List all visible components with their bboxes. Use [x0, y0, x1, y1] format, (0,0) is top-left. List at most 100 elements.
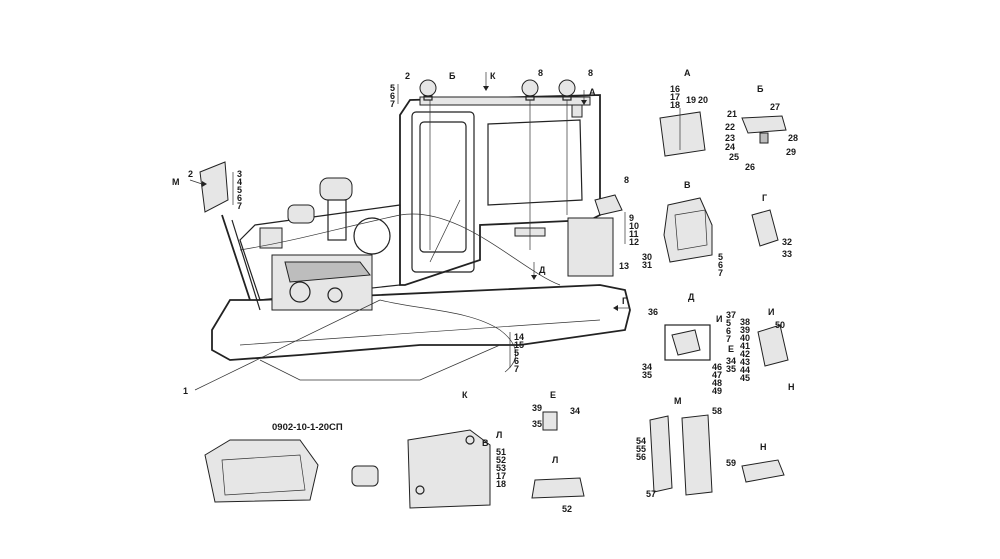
label-G: Г	[622, 296, 627, 306]
label-15: 15	[514, 340, 524, 350]
view-I-part	[757, 324, 789, 367]
view-K: К Л В 51 52 53 17 18	[407, 390, 506, 509]
view-N-title: Н	[760, 442, 767, 452]
frame-lower-line	[259, 344, 501, 381]
view-D-35: 35	[642, 370, 652, 380]
engine-manifold	[284, 261, 371, 283]
engine-pulley	[289, 281, 311, 303]
roof-lamp-mid	[521, 79, 539, 101]
view-L-title: Л	[552, 455, 558, 465]
view-N-part	[741, 459, 785, 483]
cab-door-frame	[411, 111, 475, 273]
view-K-51: 51	[496, 447, 506, 457]
rear-work-light	[594, 194, 623, 216]
bottom-connector	[351, 465, 379, 487]
view-L-52: 52	[562, 504, 572, 514]
label-6-low: 6	[514, 356, 519, 366]
label-8-c: 8	[624, 175, 629, 185]
boom-arm-2	[231, 219, 261, 311]
view-A-19: 19	[686, 95, 696, 105]
view-I-42: 42	[740, 349, 750, 359]
view-K-V: В	[482, 438, 489, 448]
view-K-L: Л	[496, 430, 502, 440]
roof-lamp-right	[558, 79, 576, 101]
bottom-housing-inner	[221, 454, 306, 496]
label-12: 12	[629, 237, 639, 247]
view-B-lamp	[741, 115, 787, 134]
view-K-18: 18	[496, 479, 506, 489]
view-V-6: 6	[718, 260, 723, 270]
view-M-57: 57	[646, 489, 656, 499]
label-5: 5	[237, 185, 242, 195]
view-D-unit	[671, 329, 701, 356]
view-B-bracket	[759, 132, 769, 144]
view-B-title: Б	[757, 84, 764, 94]
view-D-48: 48	[712, 378, 722, 388]
view-I-title: И	[768, 307, 774, 317]
view-A-18: 18	[670, 100, 680, 110]
label-9: 9	[629, 213, 634, 223]
view-V: В 30 31 5 6 7	[642, 180, 723, 278]
view-E-part	[542, 411, 558, 431]
label-13: 13	[619, 261, 629, 271]
label-3: 3	[237, 169, 242, 179]
view-V-title: В	[684, 180, 691, 190]
label-B-roof: Б	[449, 71, 456, 81]
label-A: А	[589, 87, 596, 97]
view-K-bolt-2	[415, 485, 425, 495]
view-E-34: 34	[570, 406, 580, 416]
view-E-35: 35	[532, 419, 542, 429]
view-B-22: 22	[725, 122, 735, 132]
coolant-tank	[287, 204, 315, 224]
view-I-41: 41	[740, 341, 750, 351]
view-D-7: 7	[726, 334, 731, 344]
view-D-46: 46	[712, 362, 722, 372]
bottom-part-left	[204, 439, 319, 503]
view-V-light	[663, 197, 713, 263]
view-A-lamp	[659, 111, 706, 157]
air-filter	[319, 177, 353, 201]
view-V-31: 31	[642, 260, 652, 270]
view-B-27: 27	[770, 102, 780, 112]
view-M-55: 55	[636, 444, 646, 454]
view-B-24: 24	[725, 142, 735, 152]
view-B-25: 25	[729, 152, 739, 162]
view-V-light-inner	[674, 209, 708, 251]
view-D-I: И	[716, 314, 722, 324]
view-D-34b: 34	[726, 356, 736, 366]
view-K-17: 17	[496, 471, 506, 481]
leader-1	[194, 299, 381, 391]
view-D-title: Д	[688, 292, 695, 302]
view-G-33: 33	[782, 249, 792, 259]
view-D-47: 47	[712, 370, 722, 380]
view-K-53: 53	[496, 463, 506, 473]
label-2-front: 2	[188, 169, 193, 179]
view-V-7: 7	[718, 268, 723, 278]
roof-lamp-left	[419, 79, 437, 101]
view-A-title: А	[684, 68, 691, 78]
view-A-17: 17	[670, 92, 680, 102]
view-E-title: Е	[550, 390, 556, 400]
view-D-6: 6	[726, 326, 731, 336]
label-4: 4	[237, 177, 242, 187]
view-I-43: 43	[740, 357, 750, 367]
view-B-21: 21	[727, 109, 737, 119]
view-V-30: 30	[642, 252, 652, 262]
view-I: И 38 39 40 41 42 43 44 45 50 Н	[740, 307, 795, 392]
view-D-34: 34	[642, 362, 652, 372]
drawing-code: 0902-10-1-20СП	[272, 422, 343, 433]
wiring-harness-main	[239, 213, 561, 286]
wiring-harness-lower	[379, 299, 516, 373]
view-G-32: 32	[782, 237, 792, 247]
machine-main-view: 1 2 М 3 4 5 6 7 2 Б 5 6 7 К 8 8 А 8 9 10…	[172, 68, 639, 396]
engine-pulley-2	[327, 287, 343, 303]
label-8-b: 8	[588, 68, 593, 78]
arrow-G-head	[613, 305, 618, 311]
label-D: Д	[539, 265, 546, 275]
view-K-title: К	[462, 390, 468, 400]
view-G-title: Г	[762, 193, 767, 203]
view-K-panel	[407, 429, 491, 509]
front-headlight	[199, 161, 229, 213]
view-G: Г 32 33	[751, 193, 792, 259]
